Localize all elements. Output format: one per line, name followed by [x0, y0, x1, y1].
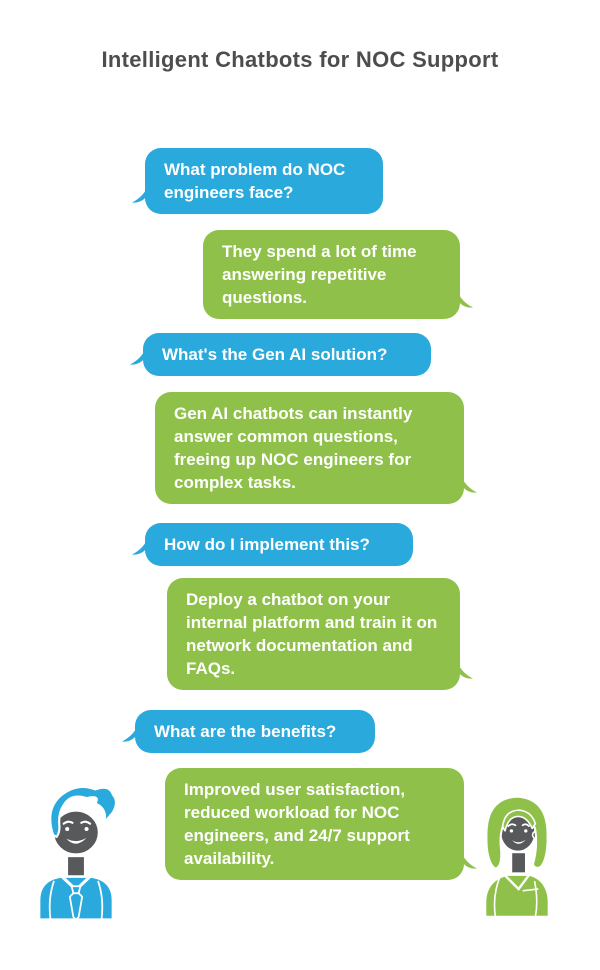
speech-tail-right-icon	[460, 472, 477, 493]
page-title: Intelligent Chatbots for NOC Support	[101, 47, 499, 72]
answer-bubble-1-text: They spend a lot of time answering repet…	[222, 242, 417, 307]
tie	[68, 892, 84, 920]
blouse-collar	[504, 872, 531, 891]
question-bubble-4: What are the benefits?	[122, 710, 375, 753]
question-bubble-3: How do I implement this?	[132, 523, 413, 566]
answer-bubble-2: Gen AI chatbots can instantly answer com…	[155, 392, 477, 504]
man-avatar	[37, 785, 118, 920]
speech-tail-left-icon	[130, 344, 147, 365]
woman-hair	[485, 795, 549, 870]
answer-bubble-3: Deploy a chatbot on your internal platfo…	[167, 578, 473, 690]
question-bubble-2: What's the Gen AI solution?	[130, 333, 431, 376]
question-bubble-3-text: How do I implement this?	[164, 535, 370, 554]
answer-bubble-3-text: Deploy a chatbot on your internal platfo…	[186, 590, 438, 678]
answer-bubble-1: They spend a lot of time answering repet…	[203, 230, 473, 319]
answer-bubble-2-text: Gen AI chatbots can instantly answer com…	[174, 404, 413, 492]
answer-bubble-4-text: Improved user satisfaction, reduced work…	[184, 780, 410, 868]
speech-tail-left-icon	[122, 721, 139, 742]
woman-avatar	[483, 795, 551, 917]
man-hair	[49, 785, 118, 839]
answer-bubble-4: Improved user satisfaction, reduced work…	[165, 768, 477, 880]
question-bubble-1: What problem do NOC engineers face?	[132, 148, 383, 214]
speech-tail-right-icon	[460, 848, 477, 869]
speech-tail-left-icon	[132, 534, 149, 555]
speech-tail-right-icon	[456, 287, 473, 308]
speech-tail-left-icon	[132, 182, 149, 203]
question-bubble-2-text: What's the Gen AI solution?	[162, 345, 388, 364]
speech-tail-right-icon	[456, 658, 473, 679]
question-bubble-1-text: What problem do NOC engineers face?	[164, 160, 346, 202]
question-bubble-4-text: What are the benefits?	[154, 722, 337, 741]
